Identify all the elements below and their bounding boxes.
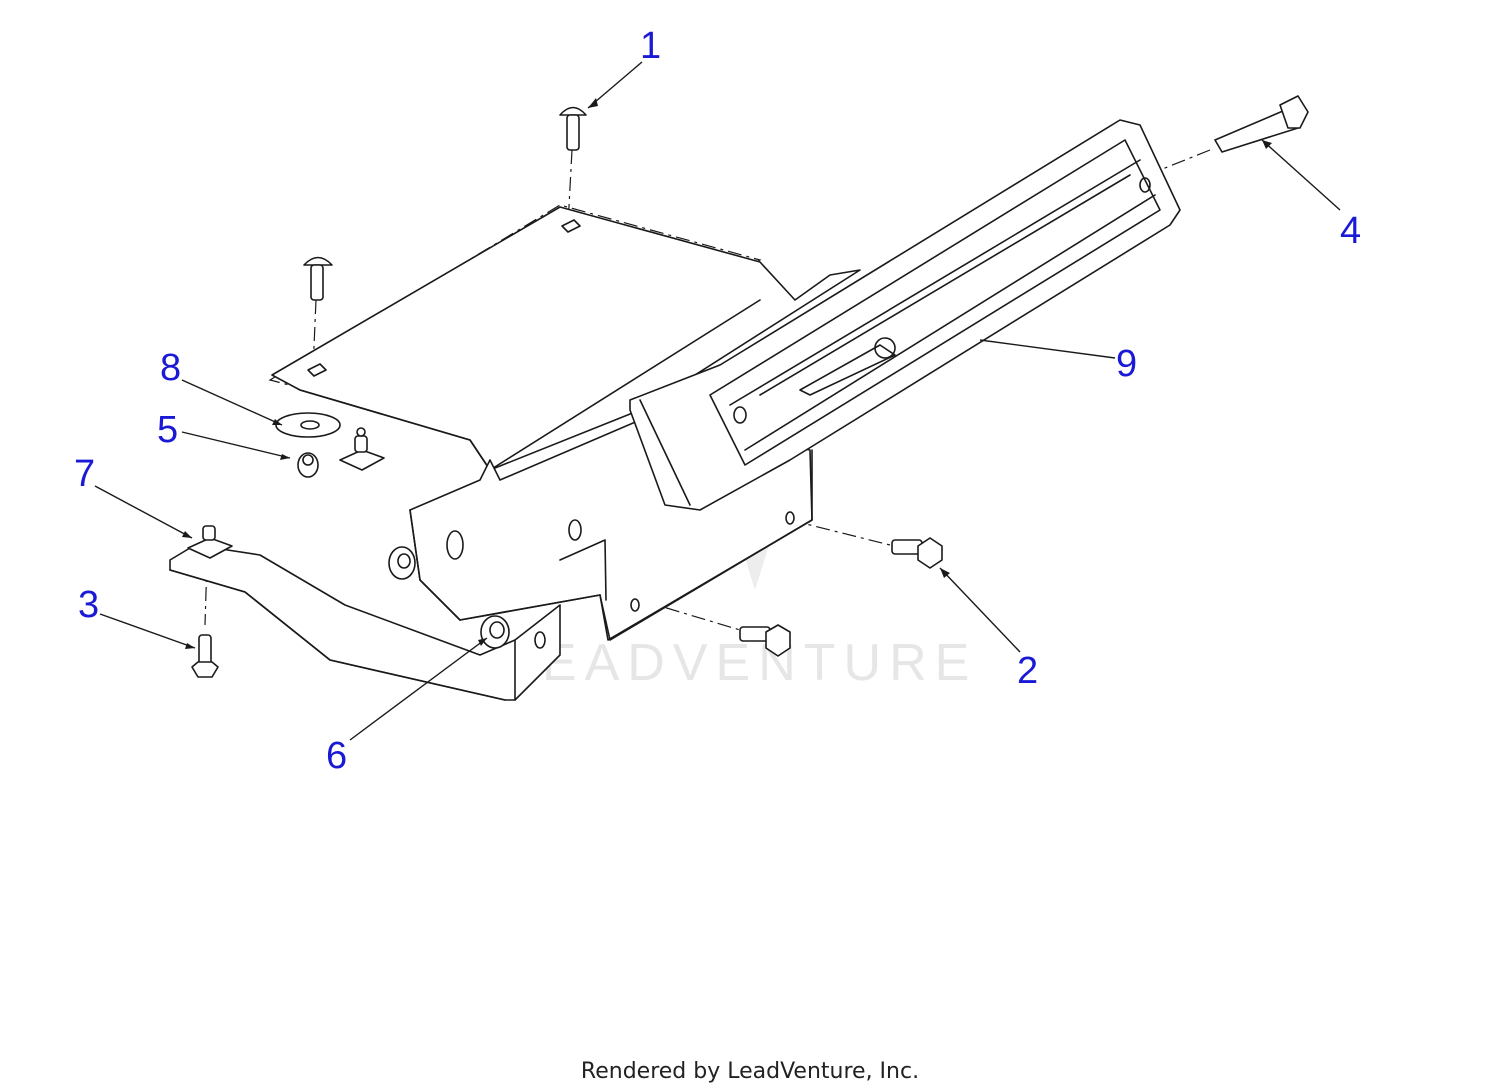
nut-5	[297, 452, 319, 478]
lower-bracket	[169, 544, 561, 701]
callout-4: 4	[1340, 210, 1361, 252]
hex-bolt-3	[191, 634, 219, 678]
slide-rail	[629, 119, 1181, 511]
callouts: 1 2 3 4 5 6 7 8 9	[74, 25, 1361, 777]
render-credit: Rendered by LeadVenture, Inc.	[581, 1059, 919, 1084]
callout-8: 8	[160, 347, 181, 389]
callout-5: 5	[157, 409, 178, 451]
leader-lines	[94, 61, 1341, 741]
callout-9: 9	[1116, 343, 1137, 385]
hardware	[187, 95, 1309, 678]
callout-7: 7	[74, 453, 95, 495]
flange-bolt-2a	[891, 537, 943, 569]
watermark-text: LEADVENTURE	[505, 634, 977, 692]
spacer-6	[480, 615, 510, 649]
hex-bolt-4	[1214, 95, 1309, 153]
callout-1: 1	[640, 25, 661, 67]
upper-plate	[271, 206, 861, 471]
u-nut-7	[187, 525, 233, 559]
washer-8	[275, 412, 341, 438]
callout-6: 6	[326, 735, 347, 777]
u-nut-upper	[339, 427, 385, 471]
carriage-bolt-top	[559, 106, 587, 151]
callout-3: 3	[78, 584, 99, 626]
spacer-left	[388, 546, 416, 580]
callout-2: 2	[1017, 650, 1038, 692]
flange-bolt-2b	[739, 624, 791, 657]
carriage-bolt-left	[303, 256, 333, 301]
